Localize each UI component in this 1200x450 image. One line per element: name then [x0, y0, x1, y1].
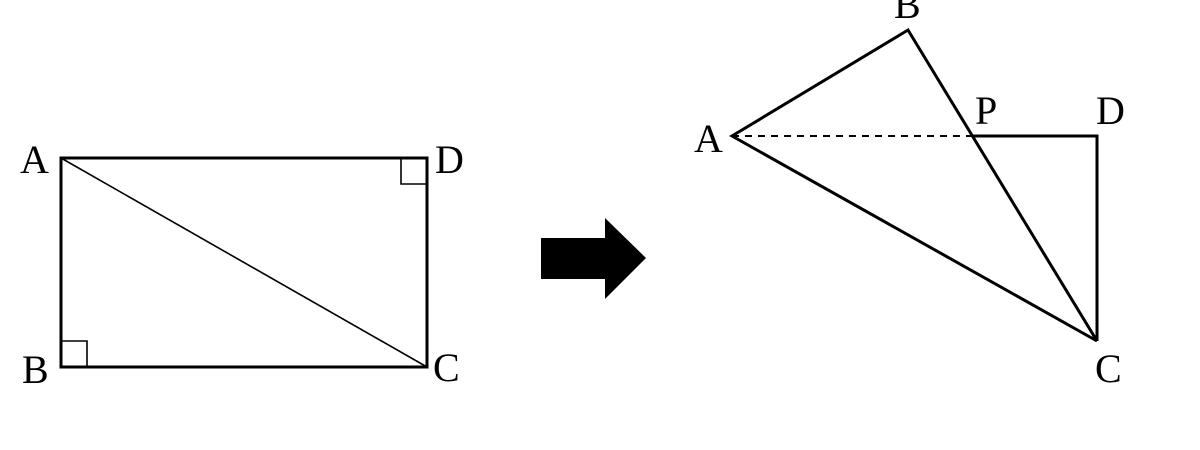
right-arrow-icon	[541, 218, 646, 299]
right-label-d: D	[1096, 88, 1125, 133]
rectangle-abcd	[59, 156, 429, 369]
segment-pdc	[973, 134, 1099, 341]
right-label-b: B	[894, 0, 921, 27]
left-label-d: D	[435, 137, 464, 182]
left-label-c: C	[433, 345, 460, 390]
left-label-a: A	[20, 137, 49, 182]
right-label-c: C	[1095, 346, 1122, 391]
left-label-b: B	[22, 347, 49, 392]
right-angle-marker-d	[400, 158, 427, 185]
right-angle-marker-b	[61, 340, 88, 367]
triangle-abc	[729, 27, 1099, 343]
right-label-p: P	[975, 88, 997, 133]
diagonal-ac	[60, 157, 428, 368]
left-rectangle-figure: A D B C	[20, 137, 464, 392]
right-folded-figure: A B P D C	[694, 0, 1125, 391]
right-label-a: A	[694, 116, 723, 161]
